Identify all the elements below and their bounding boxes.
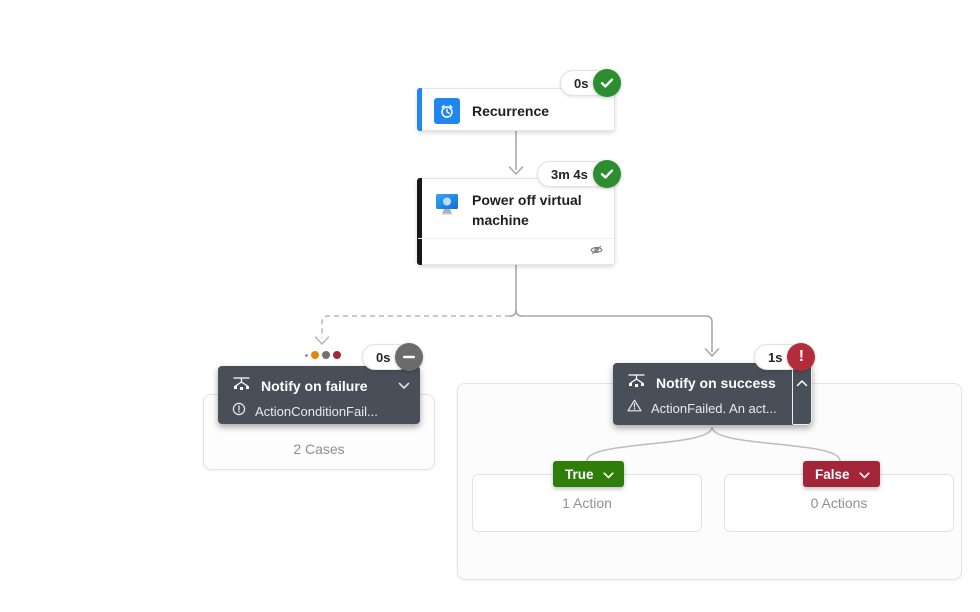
chevron-up-icon — [796, 374, 808, 424]
warning-triangle-icon — [627, 399, 642, 417]
info-circle-icon — [232, 402, 246, 421]
notify-on-failure-run-badge[interactable]: 0s — [362, 343, 424, 371]
secure-outputs-eye-off-icon[interactable] — [589, 243, 604, 261]
case-dot-icon — [311, 351, 319, 359]
power-off-vm-run-badge[interactable]: 3m 4s — [537, 160, 621, 188]
branch-label: True — [565, 466, 594, 482]
status-failed-error-icon: ! — [787, 343, 816, 371]
case-dot-icon — [333, 351, 341, 359]
chevron-down-icon[interactable] — [398, 377, 410, 395]
status-skipped-minus-icon — [395, 343, 424, 371]
status-succeeded-check-icon — [592, 160, 621, 188]
chevron-down-icon — [602, 467, 614, 482]
node-title: Recurrence — [472, 102, 550, 119]
node-notify-on-success[interactable]: Notify on success ActionFailed. An act..… — [613, 363, 812, 425]
case-dot-icon — [322, 351, 330, 359]
switch-control-icon — [232, 375, 251, 396]
exclamation-glyph: ! — [798, 348, 805, 365]
false-branch-badge[interactable]: False — [803, 461, 880, 487]
recurrence-run-badge[interactable]: 0s — [560, 69, 622, 97]
true-branch-badge[interactable]: True — [553, 461, 624, 487]
status-succeeded-check-icon — [593, 69, 622, 97]
arrowhead-icon — [314, 336, 330, 345]
status-message: ActionConditionFail... — [255, 404, 378, 419]
node-notify-on-failure[interactable]: Notify on failure ActionConditionFail... — [218, 366, 420, 424]
node-title: Notify on success — [656, 374, 776, 391]
arrowhead-icon — [508, 166, 524, 175]
recurrence-clock-icon — [434, 98, 460, 124]
status-message: ActionFailed. An act... — [651, 400, 777, 416]
node-accent-bar — [417, 178, 422, 265]
action-count-label: 0 Actions — [810, 495, 868, 511]
node-title: Notify on failure — [261, 377, 368, 394]
node-power-off-vm[interactable]: Power off virtual machine — [417, 178, 615, 265]
arrowhead-icon — [704, 348, 720, 357]
switch-case-dots — [305, 351, 341, 359]
virtual-machine-icon — [434, 190, 460, 216]
node-accent-bar — [417, 88, 422, 131]
action-count-label: 1 Action — [562, 495, 612, 511]
branch-label: False — [815, 466, 850, 482]
chevron-down-icon — [858, 467, 870, 482]
notify-on-success-run-badge[interactable]: 1s ! — [754, 343, 816, 371]
node-footer — [418, 238, 614, 264]
switch-control-icon — [627, 372, 646, 393]
collapse-scope-button[interactable] — [792, 363, 812, 425]
node-recurrence[interactable]: Recurrence — [417, 88, 615, 131]
case-dot-icon — [305, 353, 308, 357]
node-title: Power off virtual machine — [472, 192, 582, 229]
cases-count-label: 2 Cases — [293, 441, 345, 457]
